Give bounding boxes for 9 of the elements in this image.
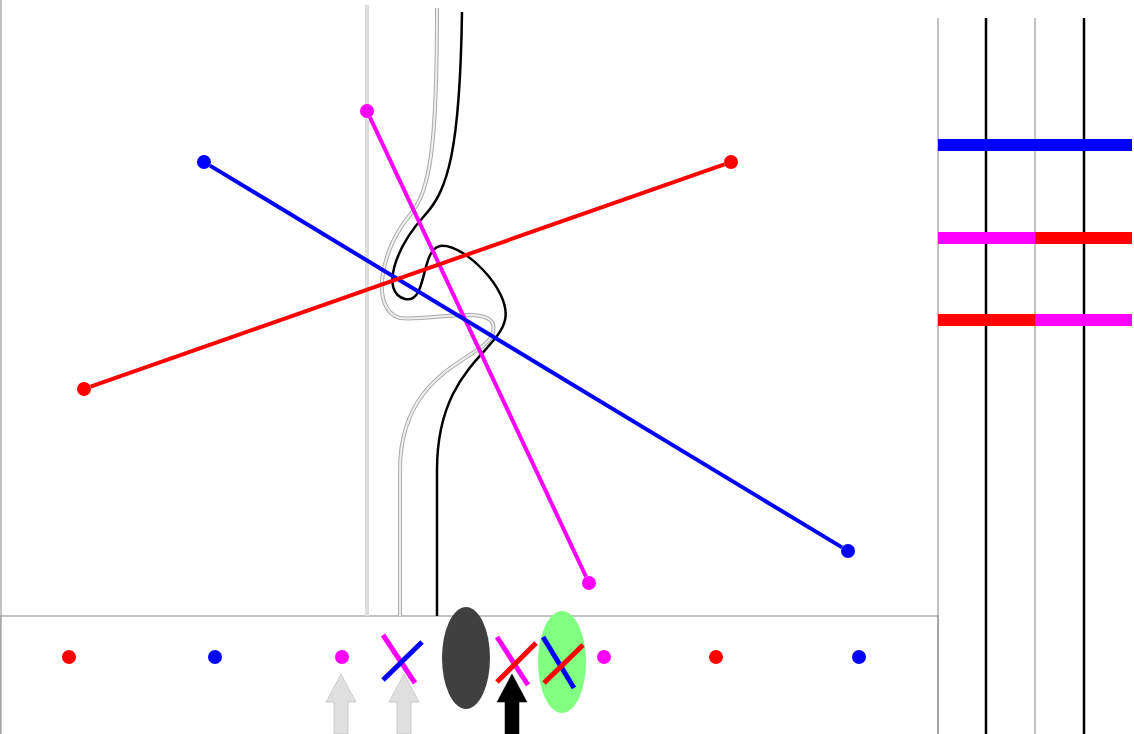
endpoint-dot	[360, 104, 374, 118]
line-segment	[89, 162, 726, 389]
endpoint-dot	[841, 544, 855, 558]
endpoint-dot	[582, 576, 596, 590]
endpoint-dot	[724, 155, 738, 169]
line-segment	[368, 116, 588, 578]
endpoint-dot	[77, 382, 91, 396]
line-segment	[208, 163, 844, 550]
endpoint-dot	[197, 155, 211, 169]
